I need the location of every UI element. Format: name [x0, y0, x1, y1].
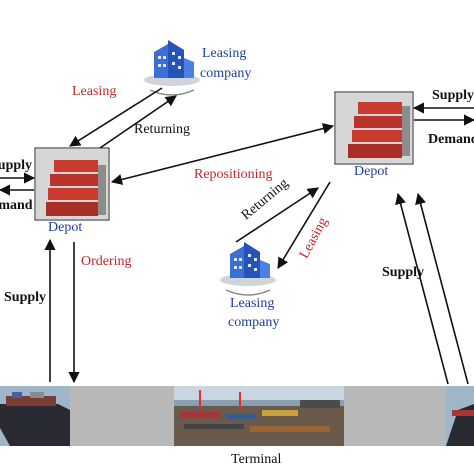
terminal-image — [174, 386, 344, 446]
arrow-demand-right-bottom — [415, 192, 469, 385]
arrow-supply-right-bottom — [395, 192, 449, 385]
arrow-leasing-mid — [277, 181, 331, 269]
depot-right-image — [334, 91, 414, 165]
ship-image-right — [446, 386, 474, 446]
arrow-returning-mid — [235, 187, 319, 243]
label-depot-left: Depot — [48, 220, 83, 235]
label-depot-right: Depot — [354, 164, 389, 179]
label-leasing-company-top-line1: Leasing — [202, 46, 247, 61]
label-ordering: Ordering — [81, 254, 132, 269]
label-leasing-company-mid-line1: Leasing — [230, 296, 275, 311]
label-demand-left: Demand — [0, 198, 33, 213]
label-supply-left: Supply — [0, 158, 33, 173]
arrow-repositioning — [110, 123, 335, 185]
label-terminal: Terminal — [231, 452, 282, 467]
depot-left-image — [34, 147, 110, 221]
label-supply-right: Supply — [432, 88, 474, 103]
label-returning-top: Returning — [134, 122, 190, 137]
leasing-company-top-building — [144, 40, 200, 96]
label-leasing-company-top-line2: company — [200, 66, 252, 81]
leasing-company-mid-building — [220, 242, 276, 296]
label-repositioning: Repositioning — [194, 167, 273, 182]
label-leasing-company-mid-line2: company — [228, 315, 280, 330]
label-demand-right: Demand — [428, 132, 474, 147]
arrow-leasing-top — [69, 87, 163, 147]
label-leasing-top: Leasing — [72, 84, 117, 99]
label-supply-left-bottom: Supply — [4, 290, 47, 305]
ship-image-left — [0, 386, 70, 446]
label-supply-right-bottom: Supply — [382, 265, 425, 280]
